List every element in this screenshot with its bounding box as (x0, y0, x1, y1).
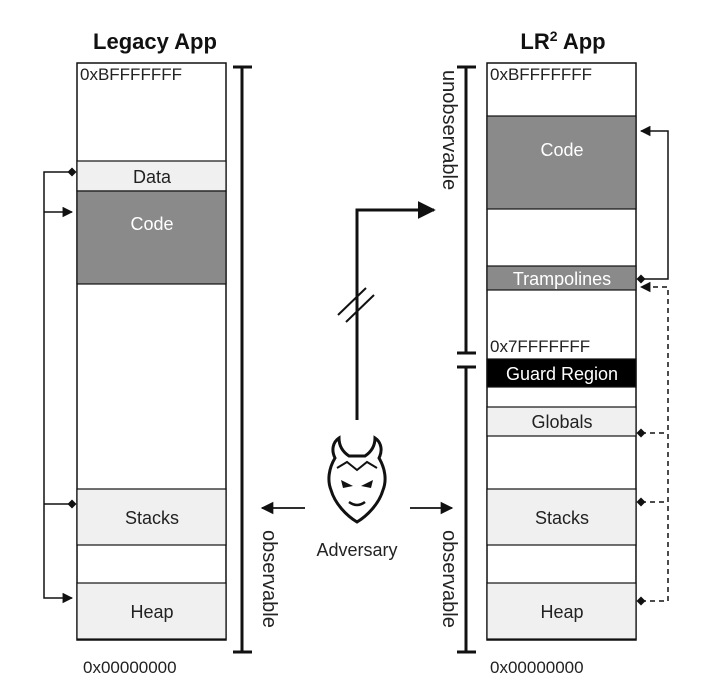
legacy-addr-top: 0xBFFFFFFF (80, 65, 182, 84)
lr2-title-superscript: 2 (550, 28, 558, 44)
lr2-unobservable-bracket (457, 65, 476, 355)
lr2-globals-segment (486, 406, 637, 437)
legacy-addr-bottom: 0x00000000 (83, 658, 177, 677)
legacy-code-label: Code (130, 214, 173, 234)
lr2-addr-bottom: 0x00000000 (490, 658, 584, 677)
devil-face-icon (327, 435, 387, 524)
lr2-stacks-segment (486, 488, 637, 546)
adversary-label: Adversary (316, 540, 397, 560)
legacy-stacks-label: Stacks (125, 508, 179, 528)
lr2-globals-label: Globals (531, 412, 592, 432)
lr2-addr-mid: 0x7FFFFFFF (490, 337, 590, 356)
lr2-guard-segment (486, 358, 637, 388)
legacy-code-segment (76, 190, 227, 285)
legacy-observable-label: observable (258, 530, 280, 628)
adversary-blocked-arrow (355, 201, 436, 420)
lr2-trampolines-segment (486, 265, 637, 291)
lr2-heap-label: Heap (540, 602, 583, 622)
lr2-stacks-label: Stacks (535, 508, 589, 528)
legacy-data-label: Data (133, 167, 172, 187)
lr2-code-segment (486, 115, 637, 210)
legacy-observable-bracket (233, 65, 252, 654)
lr2-memory-column (486, 62, 637, 641)
lr2-observable-label: observable (438, 530, 460, 628)
legacy-title: Legacy App (93, 29, 217, 54)
legacy-data-segment (76, 160, 227, 192)
legacy-heap-label: Heap (130, 602, 173, 622)
legacy-memory-column (76, 62, 227, 641)
lr2-guard-label: Guard Region (506, 364, 618, 384)
lr2-unobservable-label: unobservable (438, 70, 460, 190)
blocked-slash-marks (337, 287, 375, 323)
lr2-title: LR2 App (520, 28, 605, 54)
lr2-heap-segment (486, 582, 637, 640)
legacy-pointer-arrows (43, 167, 77, 604)
lr2-trampolines-label: Trampolines (513, 269, 611, 289)
lr2-observable-bracket (457, 365, 476, 654)
legacy-stacks-segment (76, 488, 227, 546)
lr2-trampoline-to-code-arrow (636, 125, 669, 284)
lr2-dashed-pointer-arrows (636, 281, 669, 606)
lr2-code-label: Code (540, 140, 583, 160)
lr2-addr-top: 0xBFFFFFFF (490, 65, 592, 84)
legacy-heap-segment (76, 582, 227, 640)
